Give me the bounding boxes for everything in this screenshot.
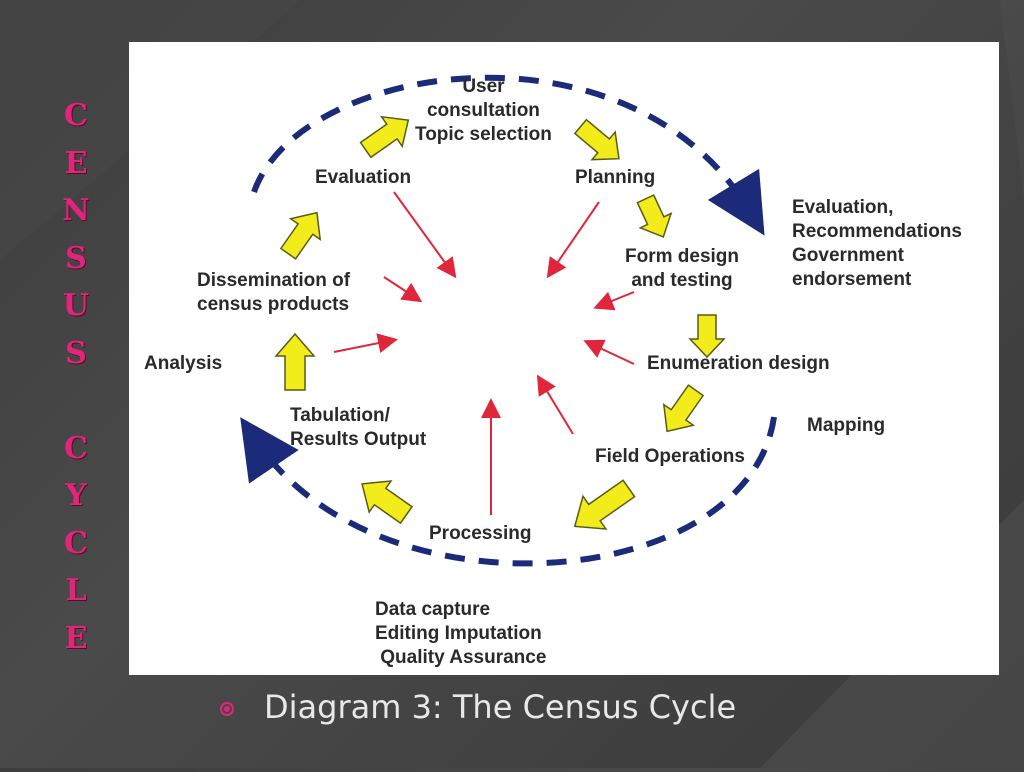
node-evaluation: Evaluation — [315, 167, 412, 188]
node-field-operations: Field Operations — [595, 446, 745, 467]
label-evaluation-recommendations: Evaluation, Recommendations Government e… — [792, 197, 962, 290]
title-letter: E — [64, 145, 88, 181]
outer-dashed-arc-top — [251, 74, 765, 236]
node-dissemination: Dissemination of census products — [197, 270, 351, 315]
title-letter: S — [65, 240, 87, 276]
yellow-arrow — [662, 384, 705, 433]
title-letter: U — [62, 288, 90, 323]
yellow-arrow — [573, 479, 636, 530]
yellow-arrow — [361, 480, 414, 525]
yellow-arrow — [279, 211, 322, 260]
yellow-arrow — [359, 115, 410, 159]
title-letter: C — [64, 525, 88, 561]
center-arrow — [583, 339, 635, 365]
slide-caption: Diagram 3: The Census Cycle — [220, 688, 737, 726]
diagram-graphics — [240, 74, 777, 567]
center-arrow — [393, 191, 457, 279]
node-enumeration-design: Enumeration design — [647, 353, 830, 374]
yellow-arrow — [688, 314, 726, 359]
center-arrow — [333, 333, 398, 353]
title-letter: Y — [65, 478, 87, 513]
node-form-design: Form design and testing — [625, 246, 740, 291]
title-letter: C — [64, 430, 88, 466]
center-arrow — [546, 201, 600, 279]
title-letter: C — [64, 98, 88, 133]
yellow-arrow — [573, 118, 620, 161]
center-arrow — [536, 374, 574, 435]
title-letter: S — [65, 335, 87, 371]
title-letter: L — [65, 573, 87, 608]
title-letter: N — [62, 193, 90, 228]
bullet-icon — [220, 702, 234, 716]
label-analysis: Analysis — [144, 353, 223, 374]
center-arrow — [593, 291, 635, 311]
yellow-arrow — [636, 194, 673, 238]
yellow-arrow — [274, 332, 316, 391]
center-arrow — [383, 276, 423, 303]
node-tabulation: Tabulation/ Results Output — [290, 405, 427, 450]
outer-dashed-arc-bottom — [240, 416, 777, 567]
node-processing: Processing — [429, 523, 532, 544]
label-data-capture: Data capture Editing Imputation Quality … — [375, 599, 547, 668]
census-cycle-diagram: User consultation Topic selection Planni… — [129, 42, 999, 675]
vertical-slide-title: C E N S U S C Y C L E — [48, 92, 104, 662]
caption-text: Diagram 3: The Census Cycle — [264, 688, 737, 726]
label-mapping: Mapping — [807, 415, 886, 436]
title-letter: E — [64, 620, 88, 656]
node-user-consultation: User consultation Topic selection — [415, 76, 552, 145]
node-planning: Planning — [575, 167, 656, 188]
